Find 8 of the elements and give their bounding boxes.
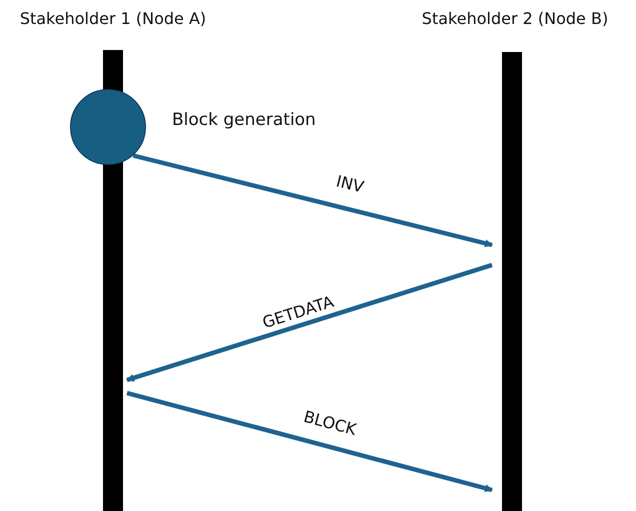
arrow bbox=[132, 153, 493, 248]
edge-label: BLOCK bbox=[302, 406, 358, 440]
lifeline-heading: Stakeholder 1 (Node A) bbox=[18, 8, 208, 30]
node-caption: Block generation bbox=[172, 110, 316, 130]
lifeline-heading: Stakeholder 2 (Node B) bbox=[420, 8, 610, 30]
edge-label: INV bbox=[334, 171, 366, 197]
arrow bbox=[126, 390, 493, 492]
arrow bbox=[126, 262, 493, 382]
